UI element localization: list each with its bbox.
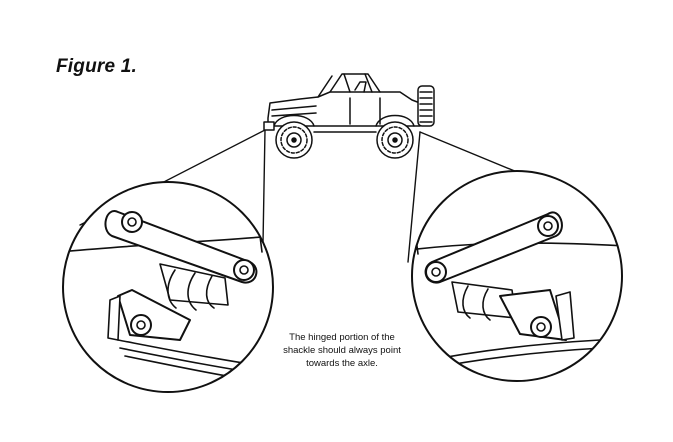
caption: The hinged portion of the shackle should…: [262, 331, 422, 370]
caption-line-1: The hinged portion of the: [289, 332, 395, 343]
caption-line-3: towards the axle.: [306, 358, 378, 369]
caption-line-2: shackle should always point: [283, 345, 401, 356]
figure-title: Figure 1.: [56, 56, 137, 77]
left-shackle-detail: [62, 181, 274, 393]
jeep-icon: [263, 73, 435, 159]
right-shackle-detail: [411, 170, 623, 382]
right-callout-inner: [407, 131, 421, 263]
